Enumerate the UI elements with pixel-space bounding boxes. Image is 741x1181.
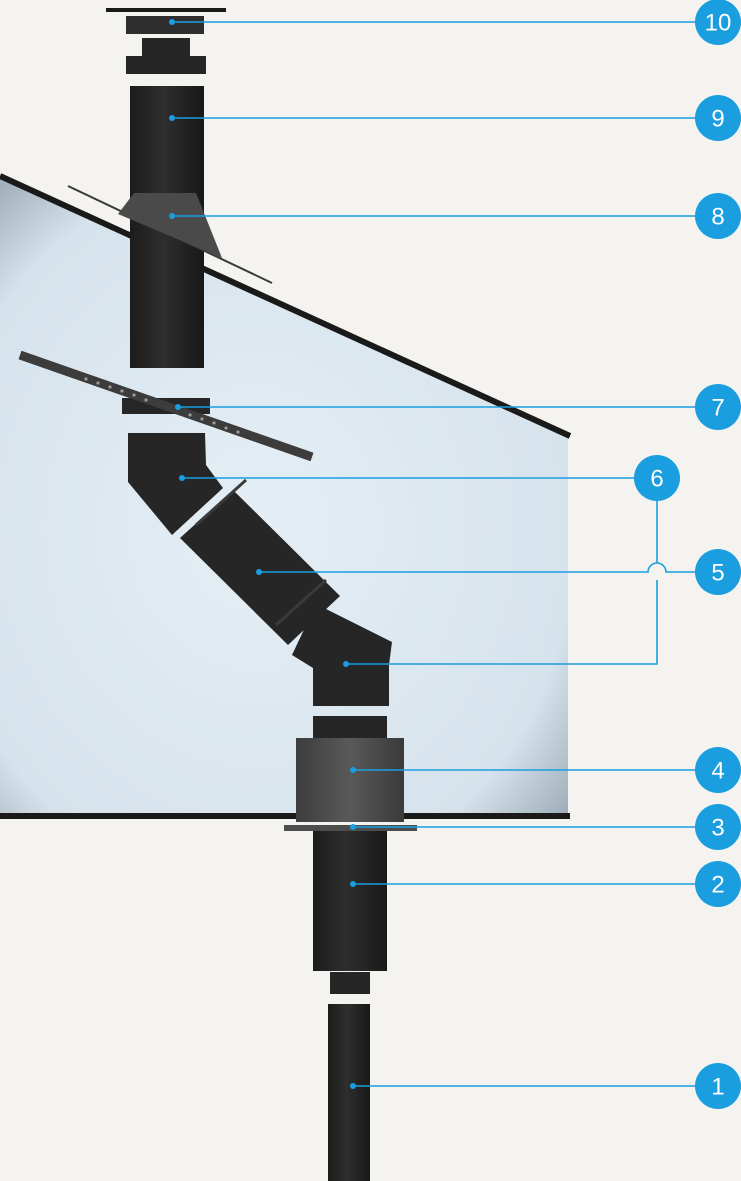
callout-10-label: 10	[705, 10, 732, 37]
callout-10: 10	[695, 0, 741, 45]
lower-elbow-angled	[292, 604, 392, 668]
angled-pipe	[180, 490, 340, 645]
callout-8-label: 8	[711, 204, 724, 231]
callout-4: 4	[695, 747, 741, 793]
callout-9-label: 9	[711, 106, 724, 133]
offset-assembly	[128, 433, 392, 706]
callout-6: 6	[634, 455, 680, 501]
lower-flue-pipe	[328, 972, 370, 1181]
roof-line	[0, 173, 572, 439]
roof-support-bracket	[18, 350, 314, 462]
room-section	[0, 173, 572, 819]
callout-7: 7	[695, 384, 741, 430]
callout-5: 5	[695, 549, 741, 595]
callout-group	[172, 21, 695, 1087]
callout-2-label: 2	[711, 872, 724, 899]
callout-5-label: 5	[711, 560, 724, 587]
callout-6-label: 6	[650, 466, 663, 493]
ceiling-support-sleeve	[296, 716, 404, 822]
lower-elbow	[313, 660, 389, 706]
roof-flashing	[67, 185, 273, 284]
callout-2: 2	[695, 861, 741, 907]
callout-9: 9	[695, 95, 741, 141]
callout-3-label: 3	[711, 815, 724, 842]
room-fill	[0, 178, 568, 816]
leader-dots	[169, 19, 356, 1089]
callout-4-label: 4	[711, 758, 724, 785]
callout-8: 8	[695, 193, 741, 239]
callout-3: 3	[695, 804, 741, 850]
insulated-pipe	[313, 826, 387, 971]
callout-7-label: 7	[711, 395, 724, 422]
callout-1: 1	[695, 1063, 741, 1109]
callout-1-label: 1	[711, 1074, 724, 1101]
upper-elbow	[128, 433, 223, 535]
leader-6b	[346, 501, 658, 665]
chimney-cap	[106, 8, 226, 74]
leader-5	[259, 562, 695, 573]
